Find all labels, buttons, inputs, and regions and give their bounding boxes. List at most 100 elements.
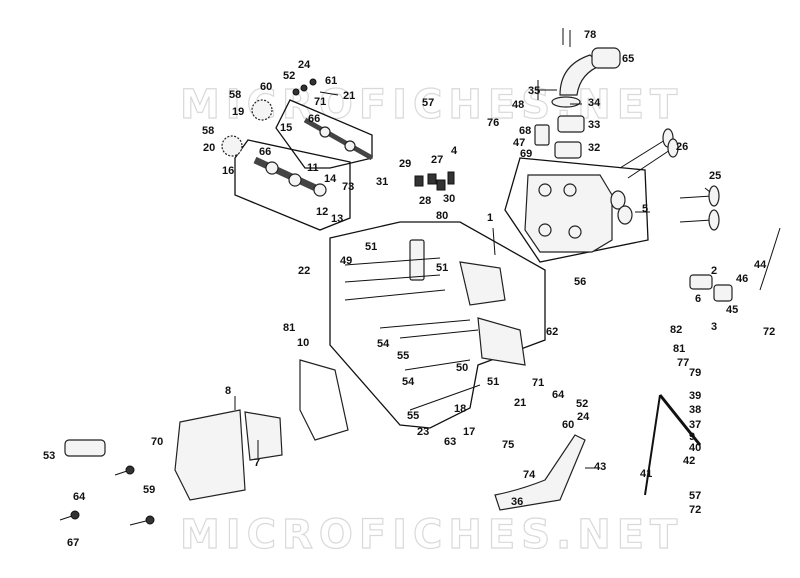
callout-48: 48: [512, 99, 524, 111]
callout-70: 70: [151, 436, 163, 448]
callout-6: 6: [695, 293, 701, 305]
callout-71b: 71: [532, 377, 544, 389]
gasket-10: [299, 359, 349, 441]
callout-64a: 64: [73, 491, 86, 503]
callout-71: 71: [314, 96, 326, 108]
callout-10: 10: [297, 337, 309, 349]
callout-30: 30: [443, 193, 455, 205]
callout-78: 78: [584, 29, 596, 41]
watermark-bottom: MICROFICHES.NET: [180, 512, 683, 558]
callout-18: 18: [454, 403, 466, 415]
callout-29: 29: [399, 158, 411, 170]
callout-25: 25: [709, 170, 721, 182]
callout-65: 65: [622, 53, 634, 65]
callout-15: 15: [280, 122, 292, 134]
throttle-linkage: [644, 227, 781, 496]
callout-60b: 60: [562, 419, 574, 431]
callout-55b: 55: [407, 410, 419, 422]
callout-32: 32: [588, 142, 600, 154]
callout-82: 82: [670, 324, 682, 336]
callout-69: 69: [520, 148, 532, 160]
part-53: [64, 439, 106, 457]
sprocket-19: [251, 99, 273, 121]
callout-9: 9: [689, 431, 695, 443]
sensor-68: [534, 124, 550, 146]
callout-75: 75: [502, 439, 514, 451]
callout-21b: 21: [514, 397, 526, 409]
gasket-33: [557, 115, 585, 133]
callout-5: 5: [642, 203, 648, 215]
camshaft-upper: [303, 117, 374, 161]
callout-80: 80: [436, 210, 448, 222]
bolts-78: [562, 28, 571, 47]
callout-45: 45: [726, 304, 738, 316]
callout-3: 3: [711, 321, 717, 333]
callout-12: 12: [316, 206, 328, 218]
callout-50: 50: [456, 362, 468, 374]
callout-64b: 64: [552, 389, 565, 401]
callout-52b: 52: [576, 398, 588, 410]
callout-16: 16: [222, 165, 234, 177]
callout-54a: 54: [377, 338, 390, 350]
callout-46: 46: [736, 273, 748, 285]
callout-56: 56: [574, 276, 586, 288]
callout-67: 67: [67, 537, 79, 549]
callout-52: 52: [283, 70, 295, 82]
callout-26: 26: [676, 141, 688, 153]
callout-38: 38: [689, 404, 701, 416]
valves-26: [619, 128, 679, 179]
callout-61: 61: [325, 75, 337, 87]
callout-42: 42: [683, 455, 695, 467]
callout-35: 35: [528, 85, 540, 97]
callout-20: 20: [203, 142, 215, 154]
callout-66a: 66: [308, 113, 320, 125]
sprocket-20: [221, 135, 243, 157]
callout-39: 39: [689, 390, 701, 402]
callout-34: 34: [588, 97, 601, 109]
callout-40: 40: [689, 442, 701, 454]
callout-22: 22: [298, 265, 310, 277]
callout-72a: 72: [763, 326, 775, 338]
callout-57: 57: [422, 97, 434, 109]
callout-81a: 81: [283, 322, 295, 334]
cylinder-group-frame: [329, 221, 546, 429]
callout-1: 1: [487, 212, 493, 224]
gasket-32: [554, 141, 582, 159]
callout-27: 27: [431, 154, 443, 166]
camshaft-group-frame-2: [234, 139, 351, 231]
callout-4: 4: [451, 145, 458, 157]
valve-springs: [414, 171, 455, 191]
callout-24b: 24: [577, 411, 590, 423]
rocker-parts: [292, 78, 339, 96]
callout-63: 63: [444, 436, 456, 448]
callout-59: 59: [143, 484, 155, 496]
cylinder-head: [524, 174, 633, 253]
leader-lines: [234, 80, 711, 469]
callout-76: 76: [487, 117, 499, 129]
callout-41: 41: [640, 468, 652, 480]
callout-19: 19: [232, 106, 244, 118]
callout-51c: 51: [487, 376, 499, 388]
callout-77: 77: [677, 357, 689, 369]
callout-57b: 57: [689, 490, 701, 502]
callout-24: 24: [298, 59, 311, 71]
callout-13: 13: [331, 213, 343, 225]
callout-55a: 55: [397, 350, 409, 362]
callout-49: 49: [340, 255, 352, 267]
callout-44: 44: [754, 259, 767, 271]
callout-54b: 54: [402, 376, 415, 388]
callout-53: 53: [43, 450, 55, 462]
callout-2: 2: [711, 265, 717, 277]
callout-72b: 72: [689, 504, 701, 516]
callout-37: 37: [689, 419, 701, 431]
cylinder-studs: [344, 257, 481, 411]
callout-28: 28: [419, 195, 431, 207]
callout-58: 58: [229, 89, 241, 101]
callout-31: 31: [376, 176, 388, 188]
callout-81b: 81: [673, 343, 685, 355]
callout-43: 43: [594, 461, 606, 473]
callout-51a: 51: [365, 241, 377, 253]
callout-66b: 66: [259, 146, 271, 158]
callout-74: 74: [523, 469, 536, 481]
